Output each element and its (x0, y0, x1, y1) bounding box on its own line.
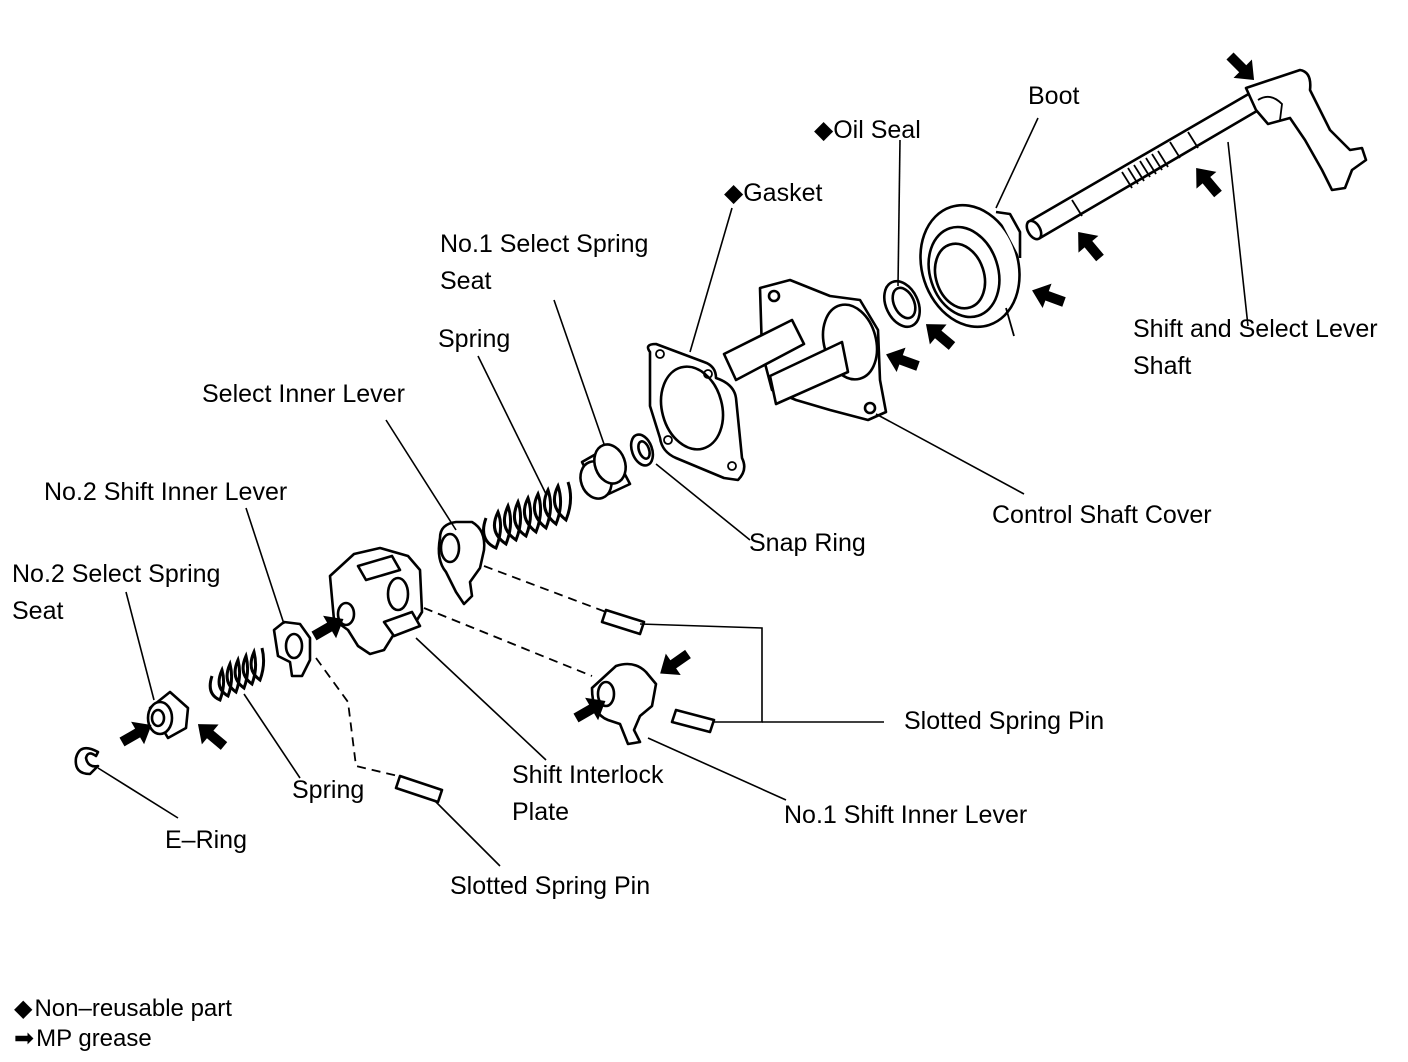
diamond-icon: ◆ (14, 995, 33, 1022)
legend: ◆ Non–reusable part ➡ MP grease (14, 994, 232, 1054)
label-spring-upper: Spring (438, 325, 511, 353)
grease-arrow-icon (189, 714, 233, 756)
label-control-shaft-cover: Control Shaft Cover (992, 501, 1212, 529)
spring-upper (482, 481, 573, 551)
boot (919, 203, 1022, 337)
grease-arrow-icon (1220, 46, 1264, 90)
label-slotted-spring-pin-bottom: Slotted Spring Pin (450, 872, 651, 900)
label-shift-interlock-plate-line2: Plate (512, 798, 569, 826)
control-shaft-cover (722, 278, 888, 422)
slotted-spring-pin-upper (600, 608, 646, 636)
shift-interlock-plate (328, 546, 424, 656)
label-no2-select-spring-seat-line2: Seat (12, 597, 64, 625)
label-shift-and-select-lever-shaft: Shift and Select Lever Shaft (1133, 311, 1378, 385)
shift-and-select-lever-shaft (1025, 68, 1368, 241)
label-no1-select-spring-seat-line1: No.1 Select Spring (440, 230, 649, 258)
label-no2-select-spring-seat: No.2 Select Spring Seat (12, 556, 220, 630)
label-no2-select-spring-seat-line1: No.2 Select Spring (12, 560, 221, 588)
label-oil-seal: ◆Oil Seal (814, 116, 921, 144)
label-e-ring: E–Ring (165, 826, 247, 854)
label-shift-and-select-lever-shaft-line1: Shift and Select Lever (1133, 315, 1378, 343)
select-inner-lever (437, 520, 486, 606)
label-no1-select-spring-seat: No.1 Select Spring Seat (440, 226, 648, 300)
label-no1-select-spring-seat-line2: Seat (440, 267, 492, 295)
snap-ring (629, 433, 655, 467)
label-no2-shift-inner-lever: No.2 Shift Inner Lever (44, 478, 288, 506)
label-slotted-spring-pin-right: Slotted Spring Pin (904, 707, 1105, 735)
alignment-line-no2-lever (315, 657, 399, 777)
alignment-line-interlock (423, 607, 593, 677)
label-select-inner-lever: Select Inner Lever (202, 380, 405, 408)
leader-lines (97, 117, 1249, 867)
legend-mp-grease-label: MP grease (36, 1025, 152, 1052)
label-snap-ring: Snap Ring (749, 529, 866, 557)
spring-lower (208, 647, 266, 702)
label-shift-interlock-plate: Shift Interlock Plate (512, 757, 663, 831)
label-spring-lower: Spring (292, 776, 365, 804)
label-boot: Boot (1028, 82, 1080, 110)
legend-non-reusable-label: Non–reusable part (34, 995, 232, 1022)
legend-row-non-reusable: ◆ Non–reusable part (14, 994, 232, 1024)
grease-arrow-icon (1068, 223, 1110, 267)
label-gasket: ◆Gasket (724, 179, 823, 207)
grease-arrow-icon (652, 643, 696, 685)
slotted-spring-pin-bottom (394, 774, 444, 804)
gasket (646, 342, 746, 482)
slotted-spring-pin-right (670, 708, 716, 734)
grease-arrow-icon (1027, 278, 1069, 315)
oil-seal (883, 279, 921, 329)
alignment-line-select-lever (483, 565, 607, 613)
grease-arrow-icon (881, 342, 923, 379)
label-shift-interlock-plate-line1: Shift Interlock (512, 761, 664, 789)
grease-arrow-icon (1186, 159, 1228, 203)
grease-arrow-icon: ➡ (14, 1025, 35, 1052)
label-shift-and-select-lever-shaft-line2: Shaft (1133, 352, 1192, 380)
no2-select-spring-seat (146, 690, 190, 740)
legend-row-mp-grease: ➡ MP grease (14, 1024, 232, 1054)
no2-shift-inner-lever (272, 620, 312, 678)
no1-select-spring-seat (579, 443, 632, 500)
label-no1-shift-inner-lever: No.1 Shift Inner Lever (784, 801, 1028, 829)
e-ring (74, 746, 100, 776)
